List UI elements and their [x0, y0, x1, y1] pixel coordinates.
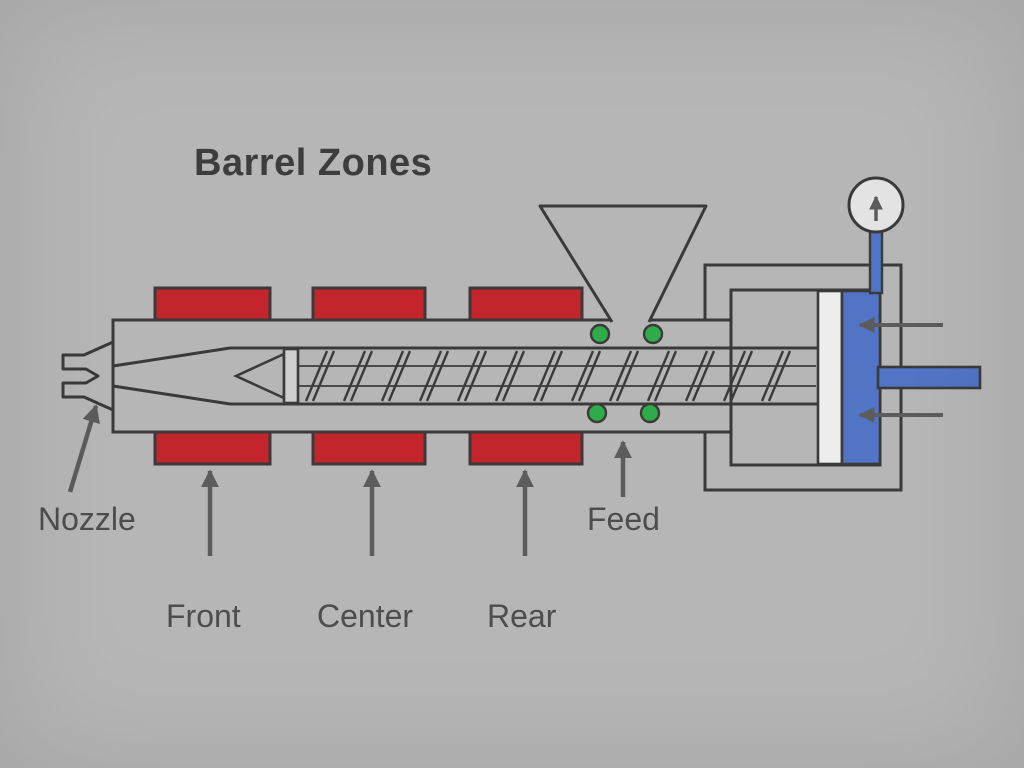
label-center: Center [317, 598, 413, 634]
nozzle-tip [61, 340, 115, 412]
barrel-body [111, 318, 733, 434]
screw-flight [349, 350, 374, 402]
screw-head-ring [282, 347, 300, 405]
screw-flight [532, 350, 557, 402]
screw-flight [691, 350, 716, 402]
screw-flight [577, 350, 602, 402]
label-front: Front [166, 598, 241, 634]
pressure-gauge [847, 176, 905, 295]
nozzle-taper-top-line [112, 346, 231, 368]
screw-flight [767, 350, 792, 402]
screw-flight [608, 350, 633, 402]
piston-plate [816, 289, 844, 466]
label-rear: Rear [487, 598, 557, 634]
heater-band-front-top [153, 286, 272, 322]
callout-arrows [67, 404, 632, 556]
screw-flight [501, 350, 526, 402]
label-feed: Feed [587, 501, 660, 537]
hopper-funnel [538, 204, 708, 323]
heater-band-center-bottom [311, 430, 427, 466]
screw-flight [380, 350, 405, 402]
zone-labels: Nozzle Front Center Rear Feed [38, 501, 660, 634]
sensor-dot-bottom-left [586, 402, 608, 424]
screw-flight [615, 350, 640, 402]
screw-flight [456, 350, 481, 402]
nozzle-callout-arrow [67, 404, 100, 493]
screw-flights [304, 350, 792, 402]
gauge-stem [868, 227, 884, 295]
screw-flight [729, 350, 754, 402]
screw-flight [570, 350, 595, 402]
screw-flight [387, 350, 412, 402]
sensor-dot-bottom-right [639, 402, 661, 424]
screw-flight [539, 350, 564, 402]
screw [298, 350, 816, 402]
diagram-title: Barrel Zones [194, 142, 432, 184]
hydraulic-piston [840, 289, 882, 466]
hydraulic-rod [876, 365, 982, 390]
screw-flight [425, 350, 450, 402]
screw-flight [304, 350, 329, 402]
screw-flight [653, 350, 678, 402]
sensor-dot-top-right [642, 323, 664, 345]
heater-band-rear-top [468, 286, 584, 322]
sensor-dot-top-left [589, 323, 611, 345]
screw-flight [418, 350, 443, 402]
screw-flight [722, 350, 747, 402]
screw-flight [342, 350, 367, 402]
screw-flight [760, 350, 785, 402]
screw-flight [463, 350, 488, 402]
nozzle-taper-bottom-line [112, 384, 231, 406]
heater-band-rear-bottom [468, 430, 584, 466]
screw-flight [494, 350, 519, 402]
heater-band-front-bottom [153, 430, 272, 466]
label-nozzle: Nozzle [38, 501, 136, 537]
heater-band-center-top [311, 286, 427, 322]
feed-throat-sensors [586, 323, 664, 424]
heater-bands [153, 286, 584, 466]
screw-flight [646, 350, 671, 402]
screw-flight [684, 350, 709, 402]
screw-flight [311, 350, 336, 402]
